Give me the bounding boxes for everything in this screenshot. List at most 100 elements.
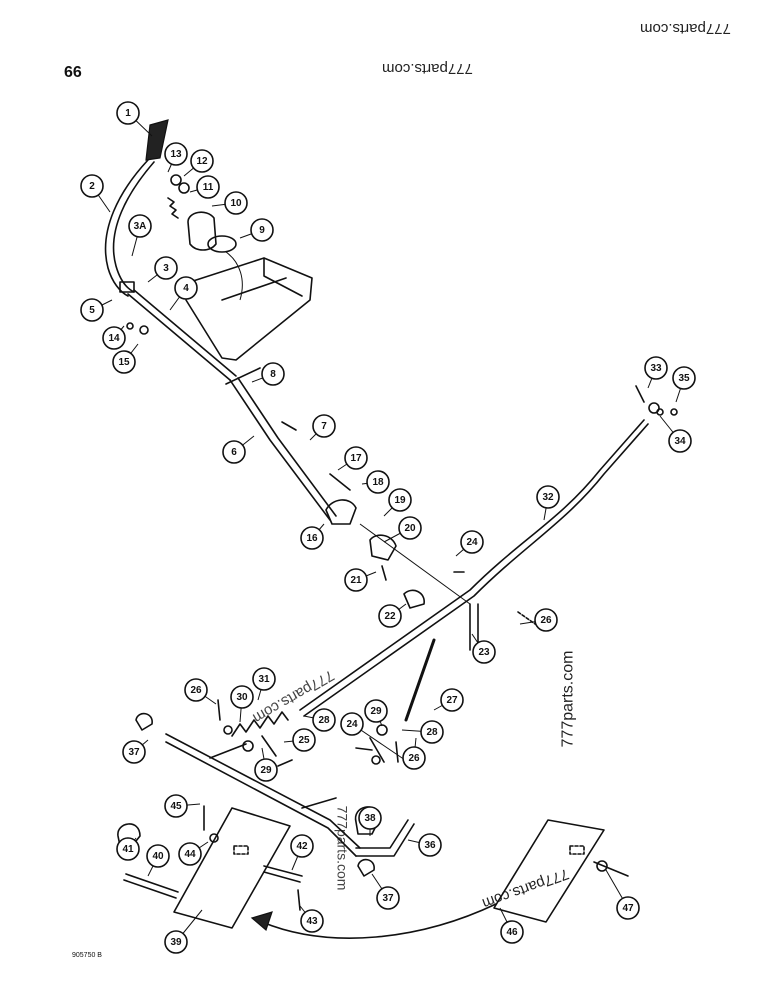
- callout-label: 22: [384, 611, 396, 622]
- callout-label: 23: [478, 647, 490, 658]
- callout-28: 28: [420, 720, 444, 744]
- callout-circle: [122, 740, 146, 764]
- spring-assembly-part: [231, 711, 289, 737]
- callout-circle: [250, 218, 274, 242]
- callout-circle: [388, 488, 412, 512]
- callout-45: 45: [164, 794, 188, 818]
- callout-20: 20: [398, 516, 422, 540]
- callout-circle: [190, 149, 214, 173]
- callout-circle: [292, 728, 316, 752]
- callout-circle: [616, 896, 640, 920]
- clip-37-lower: [357, 858, 375, 877]
- callout-label: 26: [190, 685, 202, 696]
- callout-label: 17: [350, 453, 362, 464]
- callout-circle: [300, 526, 324, 550]
- callout-circle: [154, 256, 178, 280]
- callout-circle: [376, 886, 400, 910]
- callout-label: 12: [196, 156, 208, 167]
- spring-part: [167, 197, 179, 219]
- callout-circle: [261, 362, 285, 386]
- callout-37: 37: [122, 740, 146, 764]
- cross-shaft-part-edge: [165, 741, 357, 857]
- callout-14: 14: [102, 326, 126, 350]
- callout-circle: [224, 191, 248, 215]
- callout-circle: [254, 758, 278, 782]
- callout-circle: [402, 746, 426, 770]
- long-rod-part: [299, 419, 645, 711]
- callout-label: 1: [125, 108, 131, 119]
- callout-label: 20: [404, 523, 416, 534]
- callout-39: 39: [164, 930, 188, 954]
- callout-37: 37: [376, 886, 400, 910]
- callout-3a: 3A: [128, 214, 152, 238]
- callout-circle: [364, 699, 388, 723]
- callout-36: 36: [418, 833, 442, 857]
- callout-circle: [500, 920, 524, 944]
- callout-label: 29: [370, 706, 382, 717]
- callout-circle: [80, 174, 104, 198]
- callout-17: 17: [344, 446, 368, 470]
- callout-circle: [536, 485, 560, 509]
- callout-24: 24: [460, 530, 484, 554]
- shift-rod-part-edge: [237, 377, 337, 517]
- callout-circle: [128, 214, 152, 238]
- callout-29: 29: [364, 699, 388, 723]
- callout-label: 30: [236, 692, 248, 703]
- adjust-rod-part: [404, 638, 436, 722]
- link-part: [369, 534, 397, 561]
- callout-10: 10: [224, 191, 248, 215]
- callout-circle: [178, 842, 202, 866]
- disc-part: [207, 235, 237, 253]
- callout-9: 9: [250, 218, 274, 242]
- clamp-part: [325, 499, 357, 525]
- callout-29: 29: [254, 758, 278, 782]
- callout-label: 24: [466, 537, 478, 548]
- callout-21: 21: [344, 568, 368, 592]
- callout-1: 1: [116, 101, 140, 125]
- callout-label: 44: [184, 849, 196, 860]
- callout-label: 47: [622, 903, 634, 914]
- clip-37-upper: [135, 712, 153, 731]
- callout-circle: [196, 175, 220, 199]
- callout-circle: [300, 909, 324, 933]
- callout-23: 23: [472, 640, 496, 664]
- nut-part: [170, 174, 182, 186]
- callout-circle: [252, 667, 276, 691]
- callout-7: 7: [312, 414, 336, 438]
- callout-label: 16: [306, 533, 318, 544]
- callout-label: 37: [128, 747, 140, 758]
- callout-circle: [164, 794, 188, 818]
- callout-34: 34: [668, 429, 692, 453]
- callout-12: 12: [190, 149, 214, 173]
- callout-label: 43: [306, 916, 318, 927]
- callout-label: 11: [203, 182, 214, 193]
- callout-circle: [102, 326, 126, 350]
- callout-label: 46: [506, 927, 518, 938]
- callout-leaders: [91, 112, 685, 943]
- callout-circle: [418, 833, 442, 857]
- callout-label: 9: [259, 225, 265, 236]
- callout-label: 29: [260, 765, 272, 776]
- callout-label: 3A: [134, 221, 147, 232]
- callout-label: 21: [350, 575, 362, 586]
- callout-13: 13: [164, 142, 188, 166]
- clip-part: [403, 589, 425, 609]
- callout-circle: [230, 685, 254, 709]
- callout-label: 4: [183, 283, 189, 294]
- callout-label: 38: [364, 813, 376, 824]
- pedal-arm-part: [355, 819, 409, 849]
- callout-circle: [164, 142, 188, 166]
- callout-15: 15: [112, 350, 136, 374]
- page-number: 66: [64, 64, 82, 81]
- callout-28: 28: [312, 708, 336, 732]
- callout-label: 10: [230, 198, 242, 209]
- callout-circle: [472, 640, 496, 664]
- callout-40: 40: [146, 844, 170, 868]
- pedal-pad-part: [173, 807, 291, 929]
- callout-8: 8: [261, 362, 285, 386]
- callout-label: 6: [231, 447, 237, 458]
- callout-label: 26: [540, 615, 552, 626]
- figure-code: 905750 B: [72, 952, 102, 959]
- callout-25: 25: [292, 728, 316, 752]
- callout-label: 42: [296, 841, 308, 852]
